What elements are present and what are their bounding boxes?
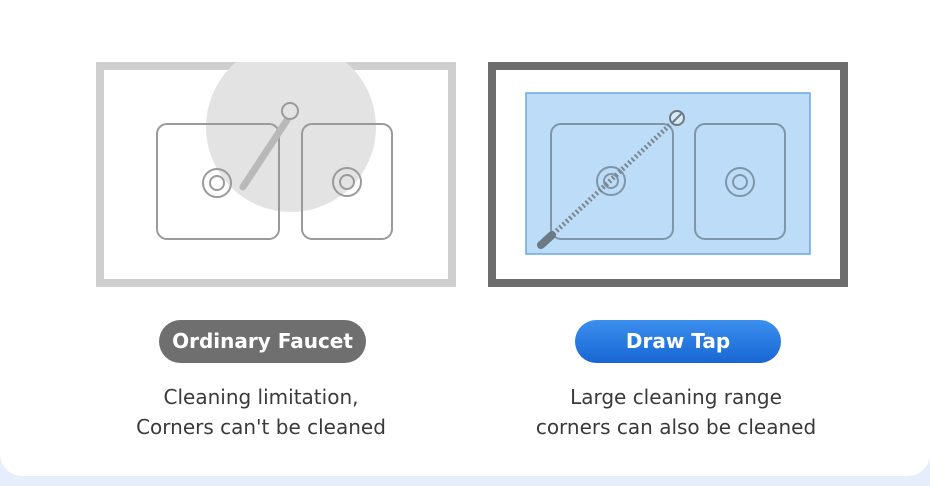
description-line: corners can also be cleaned [535, 415, 817, 439]
faucet-base [281, 102, 299, 120]
pull-out-hose [548, 119, 676, 239]
right-basin [694, 123, 786, 240]
left-basin [156, 123, 280, 240]
right-drain-icon [725, 167, 755, 197]
ordinary-faucet-badge: Ordinary Faucet [159, 320, 366, 363]
right-basin [301, 123, 393, 240]
comparison-card: Ordinary Faucet Draw Tap Cleaning limita… [0, 0, 930, 476]
right-drain-icon [332, 167, 362, 197]
description-line: Cleaning limitation, [163, 385, 359, 409]
left-drain-icon [202, 168, 232, 198]
faucet-spout [239, 116, 291, 191]
spray-head [537, 231, 556, 249]
draw-tap-badge: Draw Tap [575, 320, 781, 363]
left-drain-icon [596, 166, 626, 196]
description-line: Corners can't be cleaned [136, 415, 386, 439]
ordinary-faucet-description: Cleaning limitation, Corners can't be cl… [91, 382, 431, 442]
full-cleaning-area [525, 92, 811, 255]
draw-tap-sink-diagram [488, 62, 848, 287]
ordinary-faucet-sink-diagram [96, 62, 456, 287]
tap-base [669, 110, 685, 126]
description-line: Large cleaning range [570, 385, 782, 409]
left-basin [550, 123, 674, 240]
draw-tap-description: Large cleaning range corners can also be… [506, 382, 846, 442]
